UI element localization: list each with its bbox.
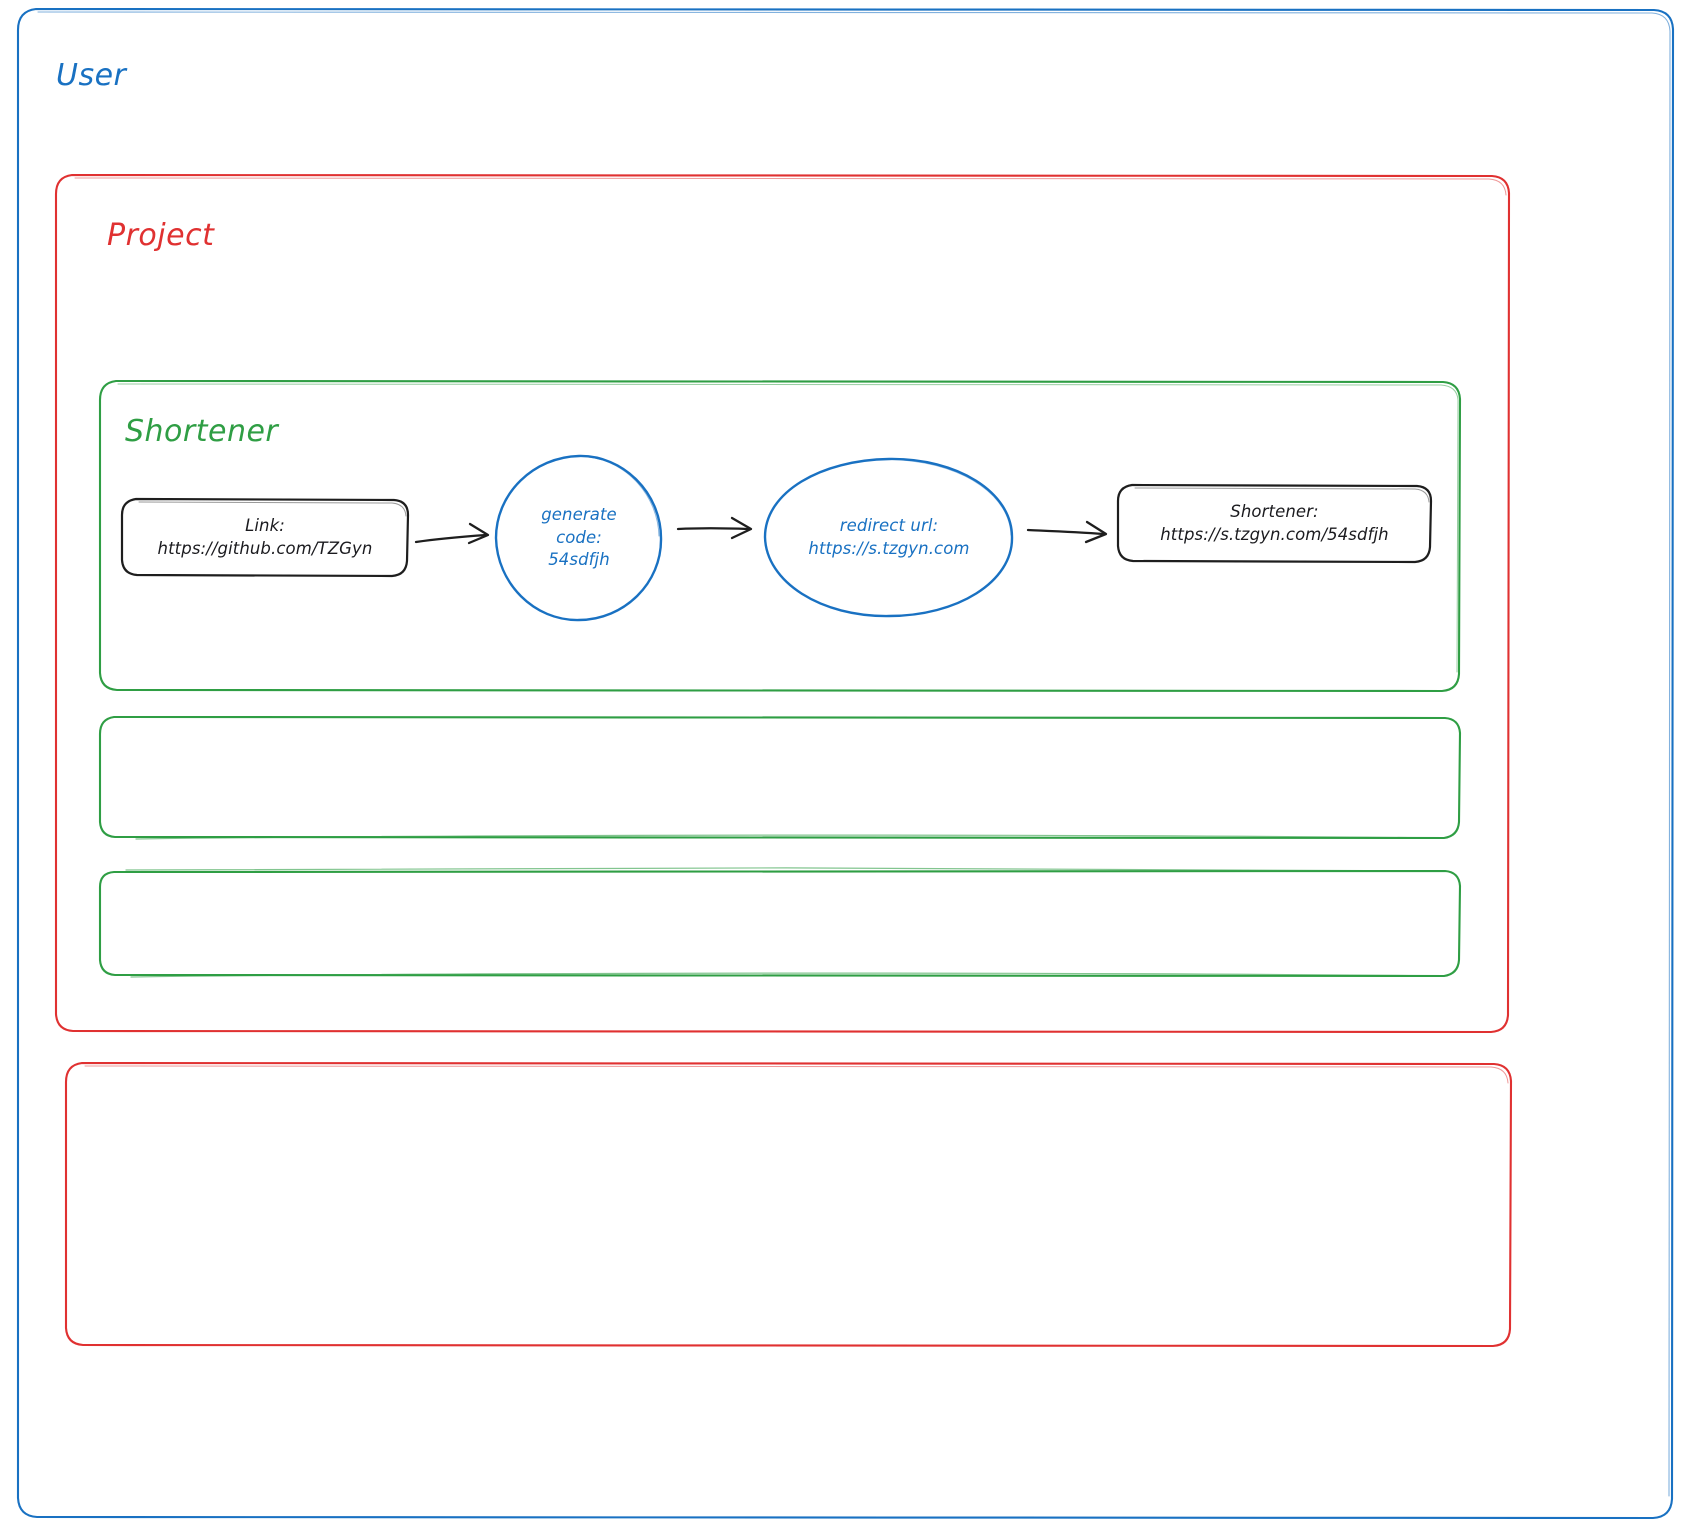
- node-link-text: Link: https://github.com/TZGyn: [157, 516, 373, 558]
- arrow-redirect-to-result: [1026, 520, 1108, 544]
- frame-project-label: Project: [107, 218, 215, 253]
- frame-shortener[interactable]: [96, 378, 1463, 695]
- node-link[interactable]: Link: https://github.com/TZGyn: [120, 497, 410, 578]
- node-redirect-url[interactable]: redirect url: https://s.tzgyn.com: [762, 455, 1016, 620]
- node-shortener-result[interactable]: Shortener: https://s.tzgyn.com/54sdfjh: [1116, 483, 1433, 564]
- frame-shortener-label: Shortener: [125, 414, 279, 449]
- arrow-code-to-redirect: [676, 516, 753, 540]
- node-shortener-result-text: Shortener: https://s.tzgyn.com/54sdfjh: [1160, 502, 1389, 544]
- frame-project-empty[interactable]: [62, 1060, 1514, 1350]
- node-generate-code[interactable]: generate code: 54sdfjh: [493, 452, 665, 624]
- frame-user-label: User: [56, 58, 127, 93]
- frame-user[interactable]: [14, 6, 1676, 1522]
- frame-shortener-empty-1[interactable]: [96, 714, 1463, 842]
- frame-shortener-empty-2[interactable]: [96, 866, 1463, 980]
- frame-project[interactable]: [52, 172, 1512, 1036]
- node-generate-code-text: generate code: 54sdfjh: [541, 505, 617, 570]
- arrow-link-to-code: [414, 522, 490, 545]
- node-redirect-url-text: redirect url: https://s.tzgyn.com: [808, 516, 970, 558]
